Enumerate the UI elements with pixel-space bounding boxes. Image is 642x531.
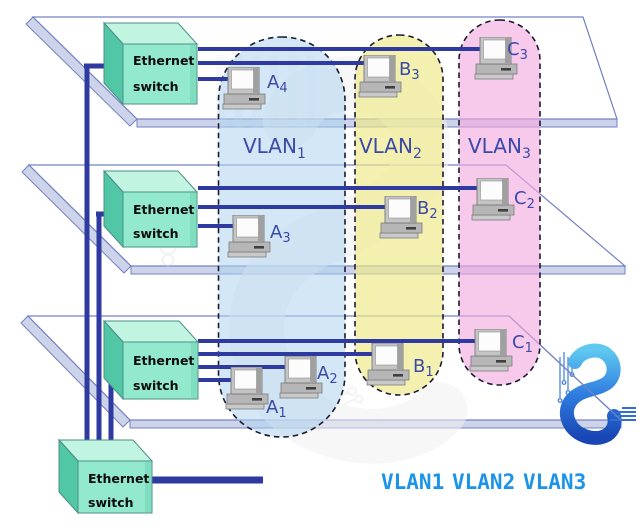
caption-vlan2: VLAN2 — [452, 470, 515, 494]
ethernet-switch-middle: Ethernet switch — [102, 169, 199, 249]
switch-label: switch — [133, 226, 179, 241]
switch-label: switch — [88, 495, 134, 510]
pc-label-b2: B2 — [417, 198, 438, 222]
pc-a4-icon — [223, 67, 265, 109]
switch-front-shade — [145, 462, 151, 512]
caption-vlan1: VLAN1 — [381, 470, 444, 494]
logo-s-glyph — [559, 343, 622, 445]
switch-front-shade — [191, 343, 197, 398]
pc-c1-icon — [470, 329, 512, 371]
pc-c2-icon — [472, 178, 514, 220]
switch-label: Ethernet — [88, 471, 149, 486]
pc-a1-icon — [226, 367, 268, 409]
pc-label-b3: B3 — [399, 59, 420, 83]
network-links — [84, 47, 484, 484]
switch-front-shade — [190, 45, 196, 103]
switch-label: Ethernet — [133, 53, 194, 68]
pc-b2-icon — [380, 196, 422, 238]
caption: VLAN1 VLAN2 VLAN3 — [381, 470, 586, 494]
switch-label: Ethernet — [133, 353, 194, 368]
pc-b1-icon — [367, 343, 409, 385]
switch-label: switch — [133, 378, 179, 393]
pc-label-c3: C3 — [507, 39, 528, 63]
pc-label-a2: A2 — [317, 363, 338, 387]
pc-label-a3: A3 — [270, 222, 291, 246]
caption-vlan3: VLAN3 — [523, 470, 586, 494]
pc-a2-icon — [280, 356, 322, 398]
switch-front-face — [122, 43, 198, 105]
pc-a3-icon — [228, 215, 270, 257]
pc-b3-icon — [359, 55, 401, 97]
vlan2-label: VLAN2 — [359, 134, 422, 162]
vlan1-region — [217, 36, 346, 438]
vlan3-label: VLAN3 — [468, 134, 531, 162]
pc-label-a1: A1 — [266, 397, 287, 421]
switch-label: Ethernet — [133, 202, 194, 217]
ethernet-switch-basement: Ethernet switch — [57, 438, 154, 515]
pc-label-a4: A4 — [267, 72, 288, 96]
ethernet-switch-bottom: Ethernet switch — [102, 319, 200, 401]
ethernet-switch-top: Ethernet switch — [102, 21, 199, 106]
switch-label: switch — [133, 79, 179, 94]
logo-step-bars — [610, 407, 636, 421]
switch-front-face — [77, 460, 153, 514]
vlan1-label: VLAN1 — [243, 134, 306, 162]
pc-label-c2: C2 — [514, 188, 535, 212]
switch-front-face — [122, 341, 199, 400]
switch-front-face — [122, 191, 198, 248]
pc-label-b1: B1 — [413, 356, 434, 380]
switch-front-shade — [190, 193, 196, 246]
pc-label-c1: C1 — [512, 332, 533, 356]
